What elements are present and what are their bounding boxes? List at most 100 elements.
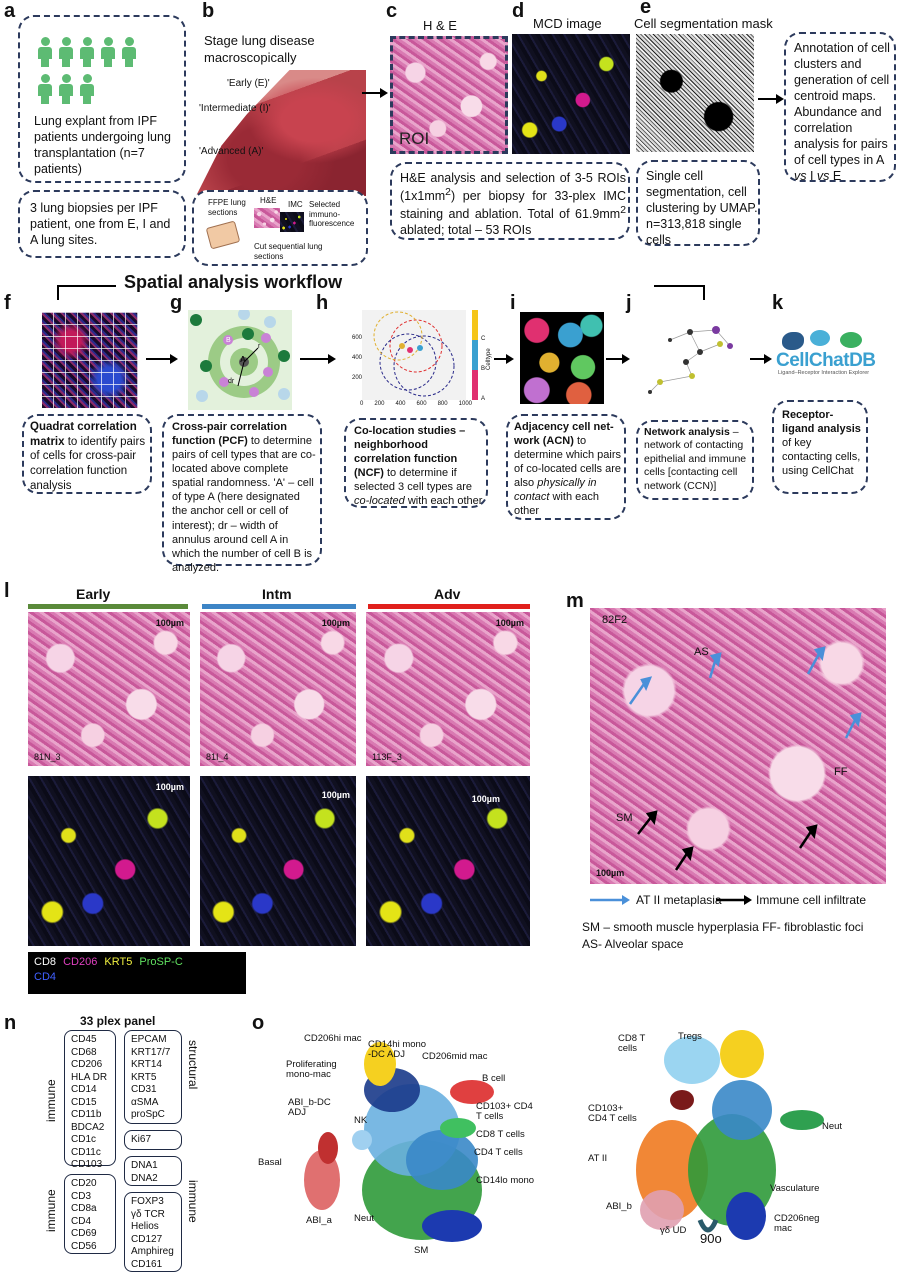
- umap-left: [304, 1042, 494, 1242]
- header-intm: Intm: [262, 586, 292, 602]
- pcf-box: Cross-pair correlation function (PCF) to…: [162, 414, 322, 574]
- annotation-text2: Abundance and correlation analysis for p…: [794, 105, 888, 167]
- he-analysis-text-a: H&E analysis and selection of 3-5 ROIs (…: [400, 171, 626, 204]
- panel-label-j: j: [626, 292, 632, 314]
- tissue-block-icon: [205, 220, 241, 250]
- o-right-label: 90o: [700, 1231, 722, 1246]
- m-sm: SM: [616, 812, 633, 824]
- immune-label-1: immune: [44, 1079, 58, 1122]
- sections-box: FFPE lung sections H&E IMC Selected immu…: [192, 190, 368, 266]
- arrow-f-g: [146, 354, 178, 364]
- scale-bar: 100µm: [155, 782, 184, 792]
- m-caption2: AS- Alveolar space: [582, 937, 684, 951]
- pcf-cell-a: A: [240, 355, 246, 364]
- ncf-ytick: 600: [352, 335, 363, 341]
- panel-label-o: o: [252, 1012, 265, 1034]
- arrow-e-annotation: [758, 94, 784, 104]
- ncf-xtick: 200: [374, 401, 385, 407]
- panel-label-b: b: [202, 0, 215, 22]
- marker-item: CD69: [71, 1228, 97, 1239]
- roi-label: ROI: [399, 129, 430, 148]
- he-analysis-box: H&E analysis and selection of 3-5 ROIs (…: [390, 162, 630, 240]
- o-left-label: ABI_a: [306, 1215, 332, 1226]
- person-icon: [59, 74, 73, 104]
- he-label: H&E: [260, 196, 277, 205]
- immune-label-3: immune: [186, 1180, 200, 1223]
- marker-item: EPCAM: [131, 1034, 167, 1045]
- vs-2: vs: [816, 169, 830, 183]
- o-left-label: CD14hi mono -DC ADJ: [368, 1039, 427, 1061]
- cellchat-logo-sub: Ligand–Receptor Interaction Explorer: [778, 370, 870, 376]
- marker-item: αSMA: [131, 1096, 159, 1108]
- m-caption1: SM – smooth muscle hyperplasia FF- fibro…: [582, 920, 864, 934]
- o-left-label: SM: [414, 1245, 429, 1256]
- header-early: Early: [76, 586, 111, 602]
- if-legend: CD8 CD206 KRT5 ProSP-C CD4: [28, 952, 246, 994]
- panel-label-g: g: [170, 292, 183, 314]
- scale-bar: 100µm: [471, 794, 500, 804]
- receptor-box: Receptor-ligand analysis of key contacti…: [772, 400, 868, 494]
- label-early: 'Early (E)': [227, 78, 270, 89]
- o-right-label: Vasculature: [770, 1183, 820, 1194]
- if-early: 100µm: [28, 776, 190, 946]
- panel-label-n: n: [4, 1012, 17, 1034]
- pcf-r: r: [258, 343, 261, 350]
- panel-label-a: a: [4, 0, 16, 22]
- annotation-text1: Annotation of cell clusters and generati…: [794, 41, 890, 103]
- legend-at2: AT II metaplasia: [636, 893, 722, 907]
- arrow-i-j: [606, 354, 630, 364]
- scale-bar: 100µm: [321, 790, 350, 800]
- o-left-label: ABI_b-DC ADJ: [288, 1097, 331, 1119]
- biopsy-text: 3 lung biopsies per IPF patient, one fro…: [30, 201, 171, 247]
- marker-item: HLA DR: [71, 1071, 108, 1083]
- marker-item: CD11b: [71, 1109, 102, 1120]
- patients-box: Lung explant from IPF patients undergoin…: [18, 15, 186, 183]
- if-intm: 100µm: [200, 776, 356, 946]
- network-rest: – network of contacting epithelial and i…: [644, 426, 747, 492]
- acn-rest2: with each other: [514, 491, 599, 518]
- ffpe-label: FFPE lung sections: [208, 198, 246, 217]
- ncf-ytick: 400: [352, 355, 363, 361]
- vs-1: vs: [794, 169, 807, 183]
- arrow-h-i: [494, 354, 514, 364]
- m-arrows: [628, 646, 862, 871]
- person-icon: [101, 37, 115, 67]
- legend-cd206: CD206: [63, 956, 98, 968]
- o-left-label: B cell: [482, 1073, 506, 1084]
- acn-bold: Adjacency cell net-work (ACN): [514, 421, 614, 448]
- o-right-label: ABI_b: [606, 1201, 632, 1212]
- quadrat-image: [42, 312, 138, 408]
- marker-item: CD68: [71, 1046, 97, 1058]
- patient-icons: [38, 37, 158, 109]
- biopsy-box: 3 lung biopsies per IPF patient, one fro…: [18, 190, 186, 258]
- ncf-xtick: 0: [360, 401, 364, 407]
- scale-bar: 100µm: [321, 618, 350, 628]
- marker-item: CD3: [71, 1190, 92, 1202]
- arrow-j-k: [750, 354, 772, 364]
- panel-label-l: l: [4, 580, 10, 602]
- legend-krt5: KRT5: [104, 956, 133, 968]
- marker-item: Ki67: [131, 1134, 152, 1145]
- o-left-label: CD14lo mono: [476, 1175, 535, 1186]
- lung-photo: [196, 70, 366, 196]
- marker-item: proSpC: [131, 1109, 165, 1120]
- segmentation-box: Single cell segmentation, cell clusterin…: [636, 160, 760, 247]
- ncf-celltype: Celltype: [486, 348, 492, 370]
- person-icon: [80, 37, 94, 67]
- strip-intm: [202, 604, 356, 609]
- panel-label-c: c: [386, 0, 398, 22]
- sample-id: 81N_3: [34, 752, 61, 762]
- o-left-label: CD103+ CD4 T cells: [476, 1101, 533, 1123]
- sup-1: 2: [445, 187, 451, 198]
- sup-2: 2: [620, 205, 626, 217]
- mcd-title: MCD image: [533, 16, 602, 31]
- scale-bar: 100µm: [495, 618, 524, 628]
- logo-cell-icon: [840, 332, 862, 348]
- ncf-ytick: 200: [352, 375, 363, 381]
- quadrat-box: Quadrat correlation matrix to identify p…: [22, 414, 152, 494]
- ncf-italic: co-located: [354, 495, 405, 508]
